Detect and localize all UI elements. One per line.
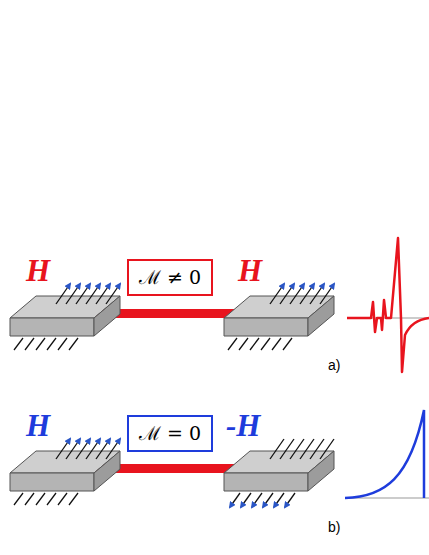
- field-symbol: H: [26, 410, 50, 441]
- field-line: [47, 338, 56, 350]
- field-line: [69, 493, 78, 505]
- magnet-slabs: [10, 284, 334, 507]
- field-line: [250, 338, 259, 350]
- field-line: [272, 338, 281, 350]
- field-line: [36, 493, 45, 505]
- panel-label: a): [328, 358, 340, 372]
- field-line: [58, 338, 67, 350]
- formula-text: ℳ ≠ 0: [139, 266, 201, 289]
- field-symbol: H: [238, 255, 262, 286]
- field-line: [320, 284, 334, 304]
- field-symbol: -H: [226, 410, 260, 441]
- slab-front: [10, 318, 94, 336]
- formula-text: ℳ = 0: [139, 422, 201, 445]
- field-line: [239, 338, 248, 350]
- field-line: [25, 493, 34, 505]
- field-line: [58, 493, 67, 505]
- field-line: [285, 493, 295, 507]
- field-line: [69, 338, 78, 350]
- field-line: [241, 493, 251, 507]
- field-line: [47, 493, 56, 505]
- panel-label: b): [328, 520, 340, 534]
- field-line: [228, 338, 237, 350]
- formula-box: ℳ ≠ 0: [127, 259, 213, 296]
- field-line: [261, 338, 270, 350]
- field-line: [263, 493, 273, 507]
- field-line: [274, 493, 284, 507]
- field-symbol: H: [26, 255, 50, 286]
- field-line: [106, 439, 120, 459]
- field-line: [320, 439, 334, 459]
- signal-curve: [345, 410, 424, 498]
- field-line: [230, 493, 240, 507]
- signal-curve: [347, 238, 429, 372]
- field-line: [283, 338, 292, 350]
- slab-front: [10, 473, 94, 491]
- field-line: [252, 493, 262, 507]
- formula-box: ℳ = 0: [127, 415, 213, 452]
- field-line: [106, 284, 120, 304]
- slab-front: [224, 473, 308, 491]
- field-line: [36, 338, 45, 350]
- field-line: [25, 338, 34, 350]
- slab-front: [224, 318, 308, 336]
- field-line: [14, 338, 23, 350]
- field-line: [14, 493, 23, 505]
